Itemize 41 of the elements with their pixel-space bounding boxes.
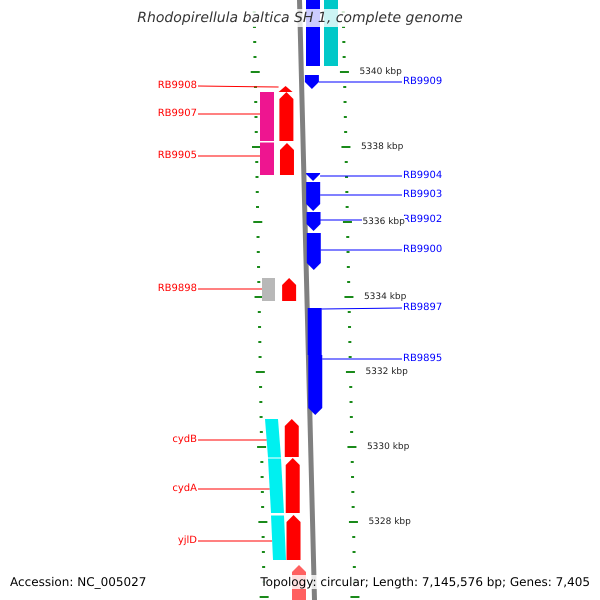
gene-label: RB9909	[403, 76, 442, 88]
footer-text: Topology: circular; Length: 7,145,576 bp; Genes: 7,405	[260, 575, 590, 589]
gene-label: yjlD	[178, 535, 197, 547]
gene-feature	[308, 355, 322, 415]
gene-label: RB9895	[403, 353, 442, 365]
leader-line	[198, 288, 262, 290]
gene-label: RB9903	[403, 189, 442, 201]
gene-feature	[304, 75, 319, 89]
gene-feature	[262, 278, 275, 301]
title: Rhodopirellula baltica SH 1, complete genome	[137, 9, 463, 27]
gene-label: RB9898	[158, 283, 197, 295]
gene-feature	[260, 142, 274, 175]
gene-feature	[265, 419, 281, 458]
leader-line	[321, 308, 402, 310]
gene-label: RB9904	[403, 170, 442, 182]
gene-label: RB9908	[158, 80, 197, 92]
gene-feature	[306, 212, 321, 231]
scale-label: 5338 kbp	[360, 141, 404, 153]
gene-feature	[306, 233, 321, 270]
scale-label: 5332 kbp	[365, 366, 408, 378]
gene-feature	[268, 458, 284, 513]
scale-label: 5336 kbp	[362, 216, 405, 228]
leader-line	[322, 358, 402, 360]
scale-label: 5334 kbp	[364, 291, 406, 303]
gene-segment	[308, 308, 322, 355]
scale-label: 5330 kbp	[366, 441, 410, 453]
leader-line	[198, 86, 280, 88]
gene-feature	[271, 516, 286, 560]
scale-label: 5328 kbp	[368, 516, 411, 528]
scale-label: 5340 kbp	[359, 66, 402, 78]
gene-label: cydB	[172, 434, 197, 446]
footer-text: Accession: NC_005027	[10, 575, 146, 589]
gene-label: cydA	[172, 483, 197, 495]
gene-label: RB9907	[158, 108, 197, 120]
leader-line	[198, 540, 273, 542]
gene-feature	[260, 92, 274, 141]
leader-line	[198, 488, 270, 490]
gene-label: RB9905	[158, 150, 197, 162]
gene-label: RB9897	[403, 302, 442, 314]
gene-label: RB9900	[403, 244, 442, 256]
leader-line	[320, 194, 402, 196]
